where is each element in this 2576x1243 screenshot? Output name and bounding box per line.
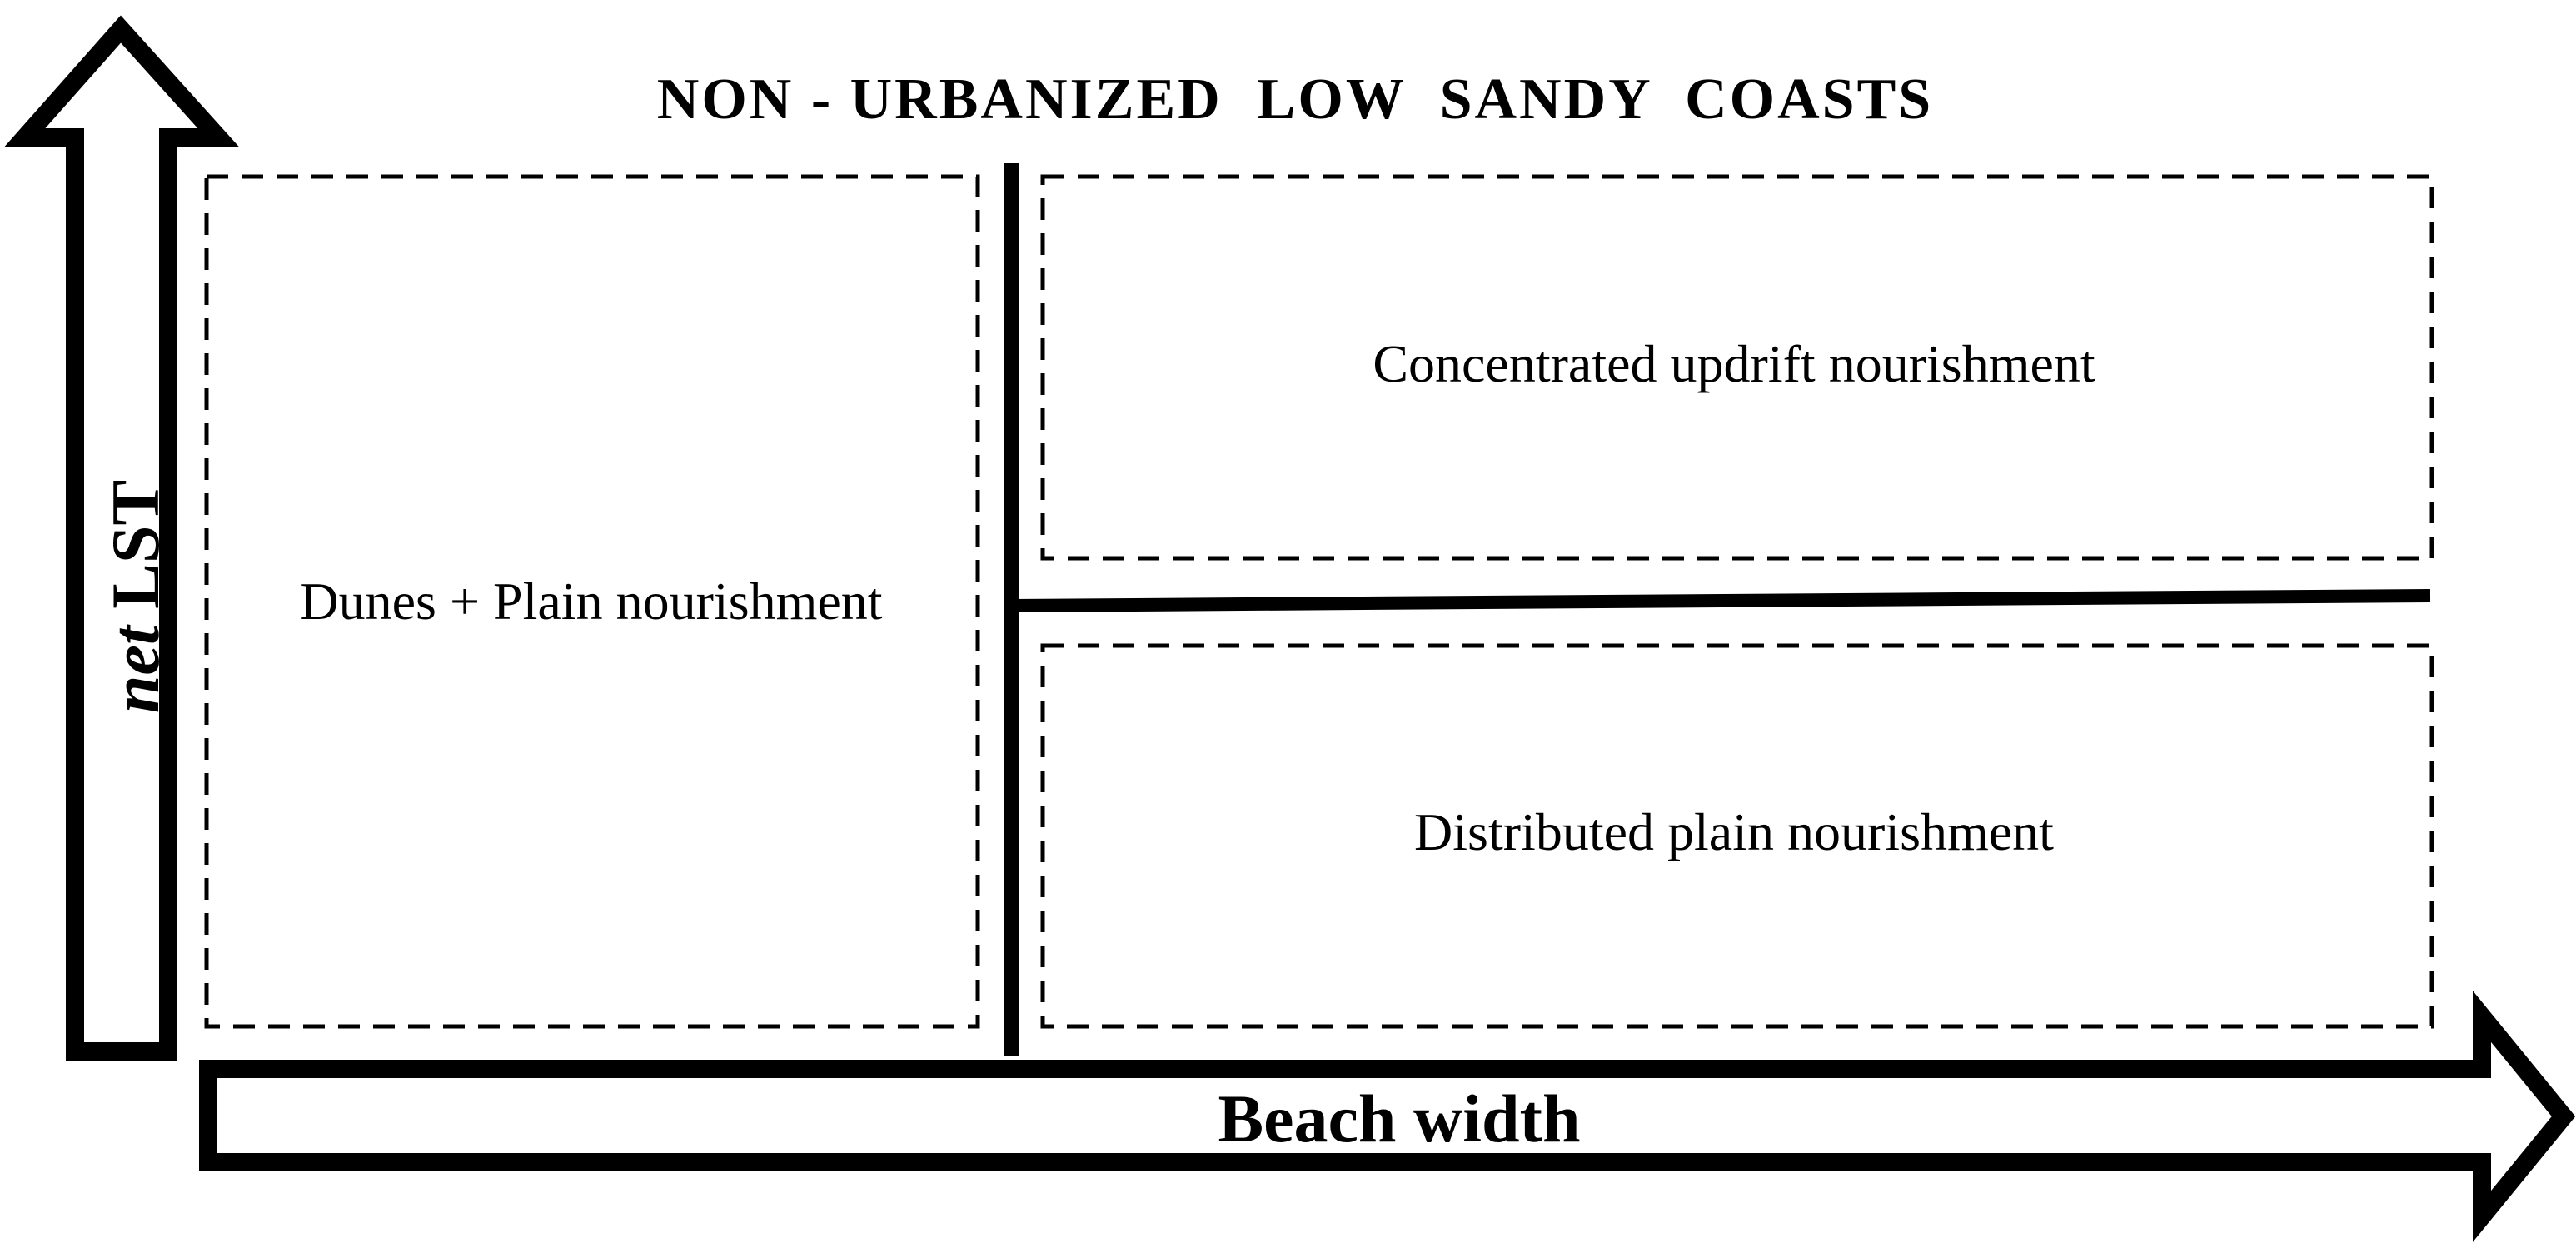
horizontal-divider-line — [1010, 589, 2431, 612]
dunes-plain-box — [204, 174, 980, 1029]
x-axis-arrow — [199, 991, 2576, 1242]
concentrated-updrift-label: Concentrated updrift nourishment — [1373, 334, 2095, 393]
diagram-title: NON - URBANIZED LOW SANDY COASTS — [657, 67, 1933, 132]
y-axis-label: net LST — [97, 480, 173, 713]
y-axis-label-italic: net — [97, 624, 173, 713]
y-axis-arrow — [4, 15, 239, 1061]
x-axis-label: Beach width — [1218, 1081, 1580, 1156]
distributed-plain-box — [1040, 643, 2434, 1029]
dunes-plain-label: Dunes + Plain nourishment — [300, 572, 882, 631]
concentrated-updrift-box — [1040, 174, 2434, 561]
distributed-plain-label: Distributed plain nourishment — [1414, 802, 2054, 861]
y-axis-label-main: LST — [97, 480, 173, 626]
